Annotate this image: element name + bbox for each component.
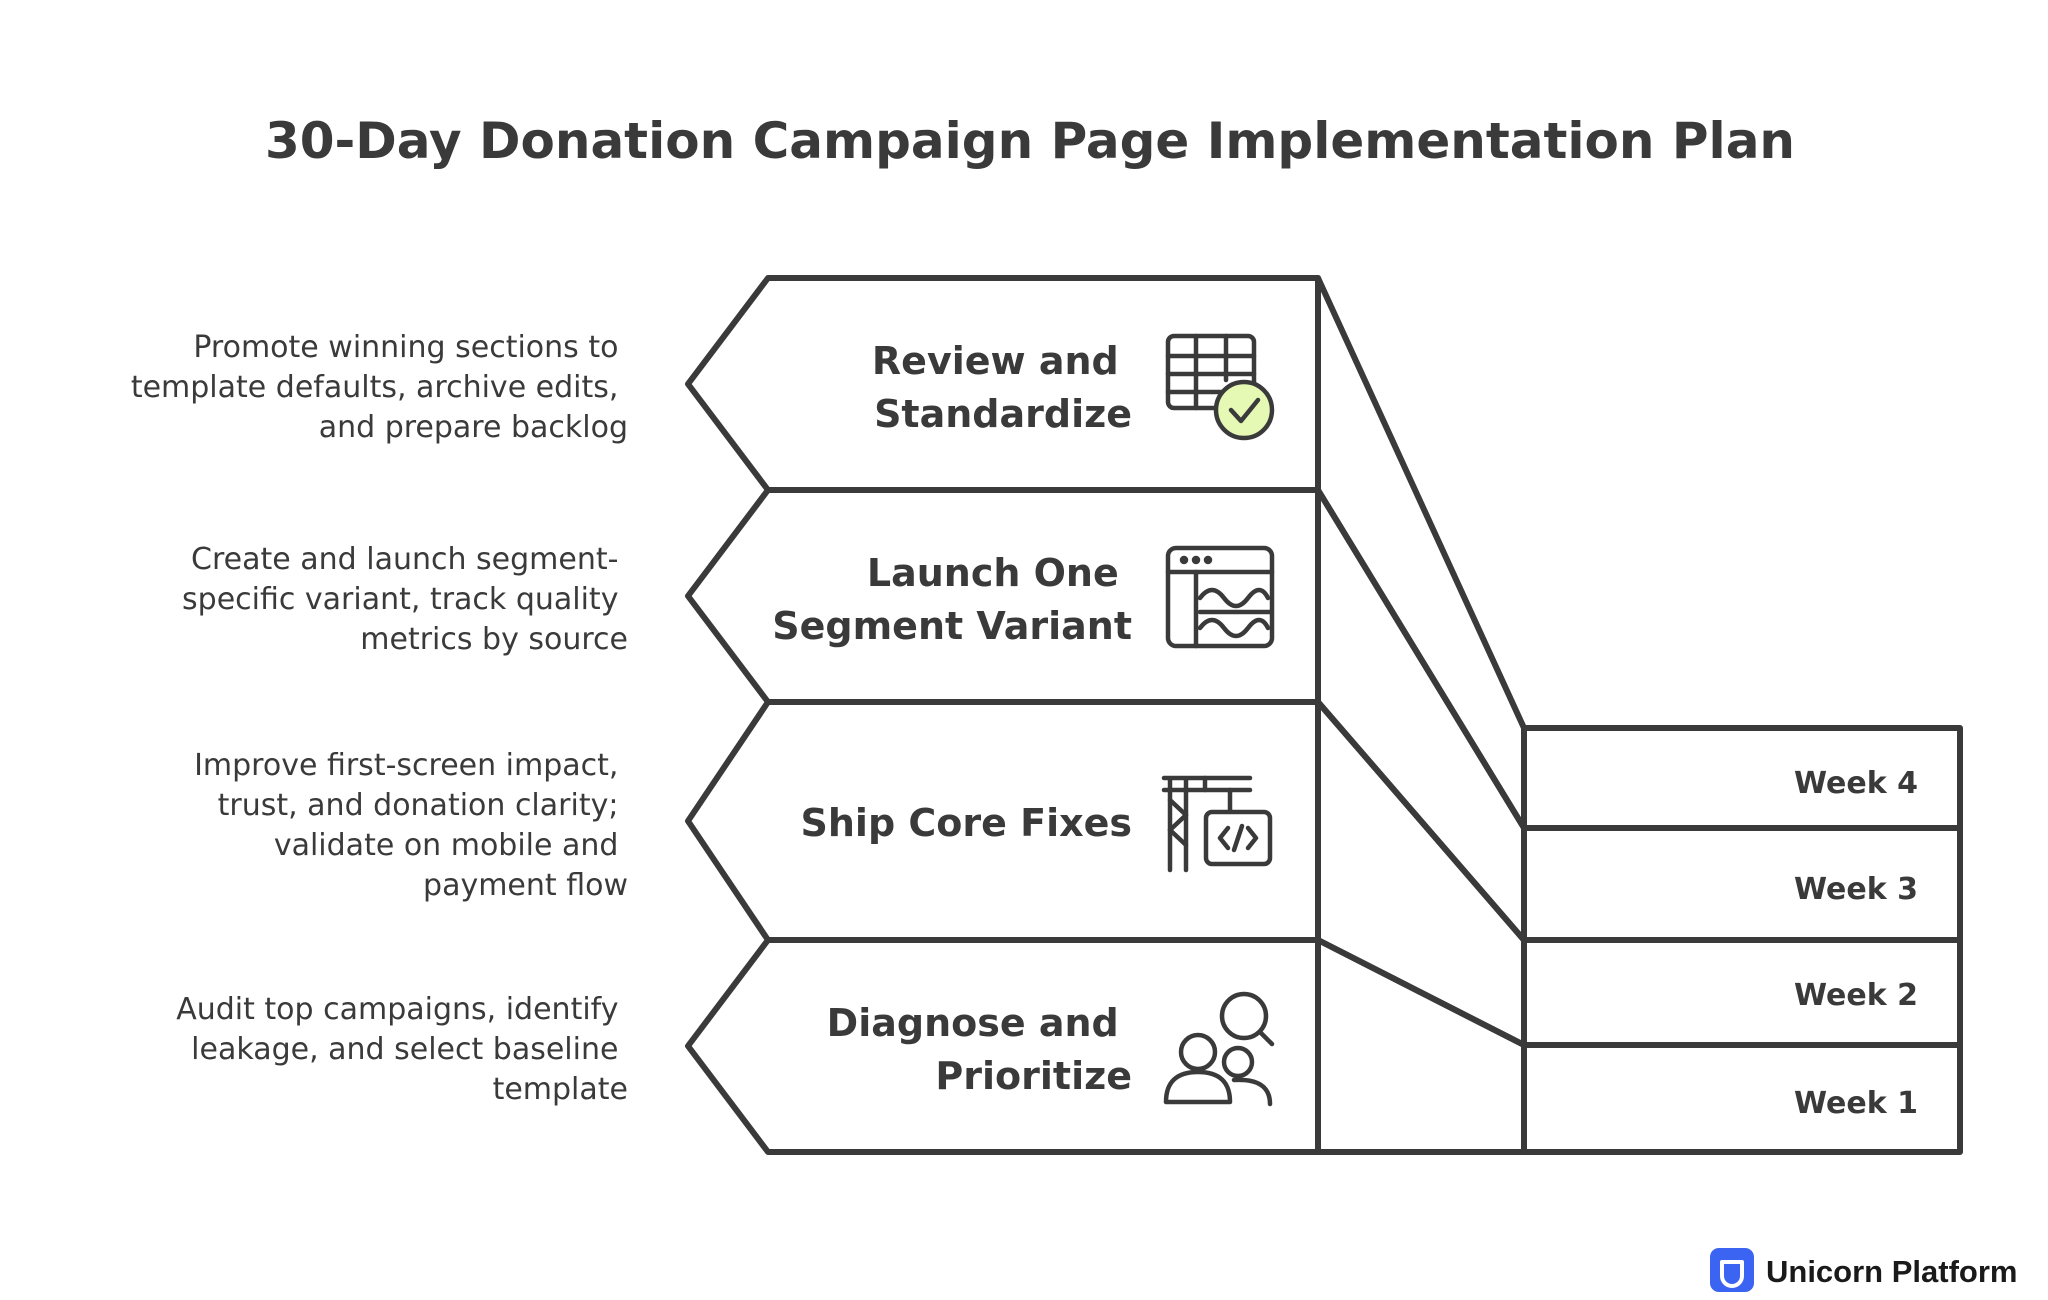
step-band-week1 <box>685 937 1321 1155</box>
step-title-week1: Diagnose and Prioritize <box>827 1001 1132 1098</box>
table-check-icon <box>1165 333 1275 441</box>
brand-logo <box>1710 1248 1754 1292</box>
description-line: validate on mobile and <box>274 828 619 863</box>
week-label-4: Week 4 <box>1794 766 1918 801</box>
brand-name: Unicorn Platform <box>1766 1254 2017 1289</box>
page-title: 30-Day Donation Campaign Page Implementa… <box>265 112 1795 170</box>
people-search-icon <box>1163 991 1275 1107</box>
description-line: Create and launch segment- <box>191 542 618 577</box>
step-description-week2: Improve first-screen impact, trust, and … <box>194 748 628 903</box>
step-title-week2: Ship Core Fixes <box>801 801 1133 845</box>
browser-window-icon <box>1165 545 1275 649</box>
step-band-week4 <box>685 275 1321 493</box>
connector-face-week1 <box>1315 937 1527 1155</box>
connector-face-week4 <box>1315 275 1527 831</box>
description-line: Promote winning sections to <box>193 330 618 365</box>
week-block-1 <box>1521 1042 1963 1155</box>
week-label-3: Week 3 <box>1794 872 1918 907</box>
description-line: Audit top campaigns, identify <box>176 992 618 1027</box>
unicorn-platform-logo-icon <box>1710 1248 1754 1292</box>
crane-code-icon <box>1161 775 1273 873</box>
description-line: specific variant, track quality <box>182 582 618 617</box>
step-title-line: Launch One <box>867 551 1119 595</box>
step-title-week4: Review and Standardize <box>872 339 1132 436</box>
step-title-line: Standardize <box>874 392 1132 436</box>
week-label-2: Week 2 <box>1794 978 1918 1013</box>
step-title-line: Ship Core Fixes <box>801 801 1133 845</box>
description-line: and prepare backlog <box>319 410 628 445</box>
step-description-week1: Audit top campaigns, identify leakage, a… <box>176 992 628 1107</box>
description-line: metrics by source <box>360 622 628 657</box>
description-line: trust, and donation clarity; <box>218 788 619 823</box>
step-title-line: Diagnose and <box>827 1001 1119 1045</box>
description-line: payment flow <box>423 868 628 903</box>
step-description-week4: Promote winning sections to template def… <box>131 330 628 445</box>
connector-face-week3 <box>1315 487 1527 943</box>
description-line: Improve first-screen impact, <box>194 748 618 783</box>
step-title-line: Segment Variant <box>772 604 1132 648</box>
week-label-1: Week 1 <box>1794 1086 1918 1121</box>
step-title-line: Review and <box>872 339 1119 383</box>
step-description-week3: Create and launch segment- specific vari… <box>182 542 628 657</box>
description-line: template defaults, archive edits, <box>131 370 619 405</box>
step-title-week3: Launch One Segment Variant <box>772 551 1132 648</box>
step-title-line: Prioritize <box>935 1054 1132 1098</box>
description-line: leakage, and select baseline <box>191 1032 618 1067</box>
description-line: template <box>493 1072 628 1107</box>
unicorn-logo-glyph <box>1720 1260 1744 1288</box>
